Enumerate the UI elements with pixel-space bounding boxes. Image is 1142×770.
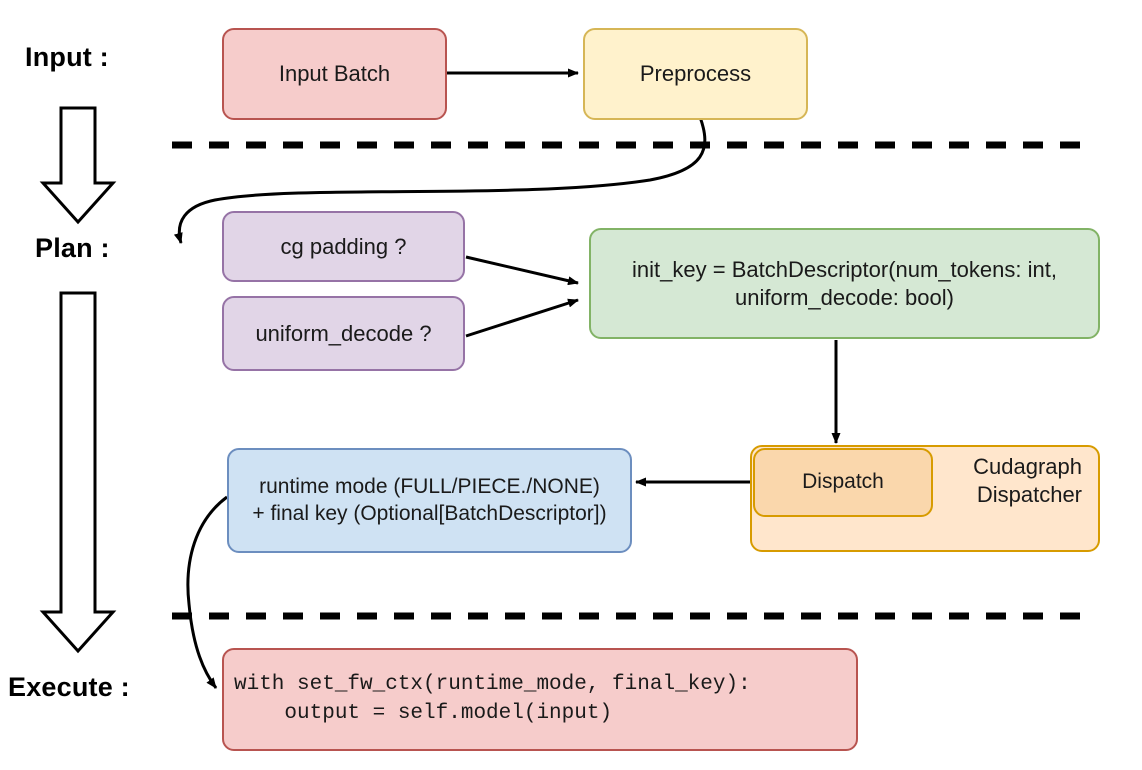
stage-block-arrow-input-to-plan: [39, 106, 117, 225]
node-exec-code[interactable]: with set_fw_ctx(runtime_mode, final_key)…: [222, 648, 858, 751]
edge-preprocess-to-cg-padding: [173, 116, 707, 244]
edge-uniform-decode-to-init-key: [465, 298, 579, 338]
stage-label-input: Input :: [25, 42, 109, 72]
node-runtime-mode-line2: + final key (Optional[BatchDescriptor]): [252, 501, 607, 525]
node-exec-code-line2: output = self.model(input): [234, 701, 613, 725]
node-cg-padding[interactable]: cg padding ?: [222, 211, 465, 282]
node-runtime-mode[interactable]: runtime mode (FULL/PIECE./NONE) + final …: [227, 448, 632, 553]
node-dispatch[interactable]: Dispatch: [753, 448, 933, 517]
stage-label-execute: Execute :: [8, 672, 130, 702]
stage-label-plan: Plan :: [35, 233, 110, 263]
node-cudagraph-dispatcher-line1: Cudagraph: [973, 454, 1082, 479]
node-init-key-line2: uniform_decode: bool): [735, 284, 954, 310]
node-input-batch[interactable]: Input Batch: [222, 28, 447, 120]
node-init-key[interactable]: init_key = BatchDescriptor(num_tokens: i…: [589, 228, 1100, 339]
stage-block-arrow-plan-to-execute: [39, 291, 117, 654]
node-cudagraph-dispatcher-line2: Dispatcher: [976, 481, 1082, 507]
node-runtime-mode-line1: runtime mode (FULL/PIECE./NONE): [259, 475, 600, 499]
edge-runtime-mode-to-exec-code: [186, 495, 228, 689]
edge-cg-padding-to-init-key: [465, 255, 579, 286]
node-exec-code-line1: with set_fw_ctx(runtime_mode, final_key)…: [234, 673, 751, 697]
node-init-key-line1: init_key = BatchDescriptor(num_tokens: i…: [632, 257, 1057, 282]
node-preprocess[interactable]: Preprocess: [583, 28, 808, 120]
node-uniform-decode[interactable]: uniform_decode ?: [222, 296, 465, 371]
